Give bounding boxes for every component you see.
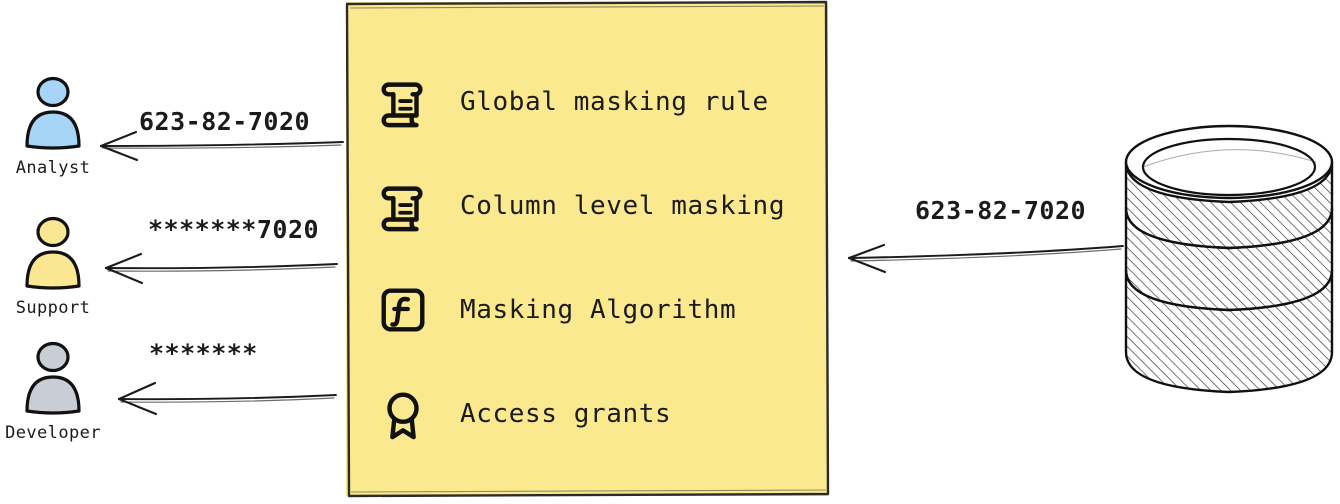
actor-role-label: Analyst: [15, 158, 91, 178]
arrow-left-developer: [117, 381, 337, 416]
arrow-left-analyst: [99, 130, 344, 162]
scroll-icon: [381, 186, 423, 232]
actor-developer[interactable]: Developer: [0, 341, 108, 443]
arrow-left-database: [847, 243, 1124, 274]
person-icon: [25, 216, 81, 290]
actor-role-label: Support: [15, 298, 91, 318]
award-ribbon-icon: [387, 392, 419, 440]
actor-role-label: Developer: [5, 423, 101, 443]
policy-item-list: Global masking rule Column level masking…: [376, 50, 806, 466]
policy-item-access-grants[interactable]: Access grants: [376, 362, 806, 466]
flow-label-support: *******7020: [148, 215, 320, 244]
policy-item-label: Access grants: [460, 399, 672, 429]
actor-analyst[interactable]: Analyst: [0, 76, 108, 178]
flow-label-analyst: 623-82-7020: [139, 107, 311, 136]
policy-item-global-masking-rule[interactable]: Global masking rule: [376, 50, 806, 154]
flow-label-database-source: 623-82-7020: [915, 196, 1087, 225]
person-icon: [25, 341, 81, 415]
function-box-icon: [381, 288, 425, 332]
policy-item-label: Column level masking: [460, 191, 786, 221]
arrow-left-support: [104, 252, 338, 285]
policy-item-column-level-masking[interactable]: Column level masking: [376, 154, 806, 258]
policy-panel: [346, 2, 828, 496]
person-icon: [25, 76, 81, 150]
scroll-icon: [381, 82, 423, 128]
policy-item-masking-algorithm[interactable]: Masking Algorithm: [376, 258, 806, 362]
policy-item-label: Global masking rule: [460, 87, 769, 117]
flow-label-developer: *******: [149, 339, 258, 368]
policy-item-label: Masking Algorithm: [460, 295, 737, 325]
database-cylinder-icon[interactable]: [1118, 120, 1340, 408]
actor-support[interactable]: Support: [0, 216, 108, 318]
